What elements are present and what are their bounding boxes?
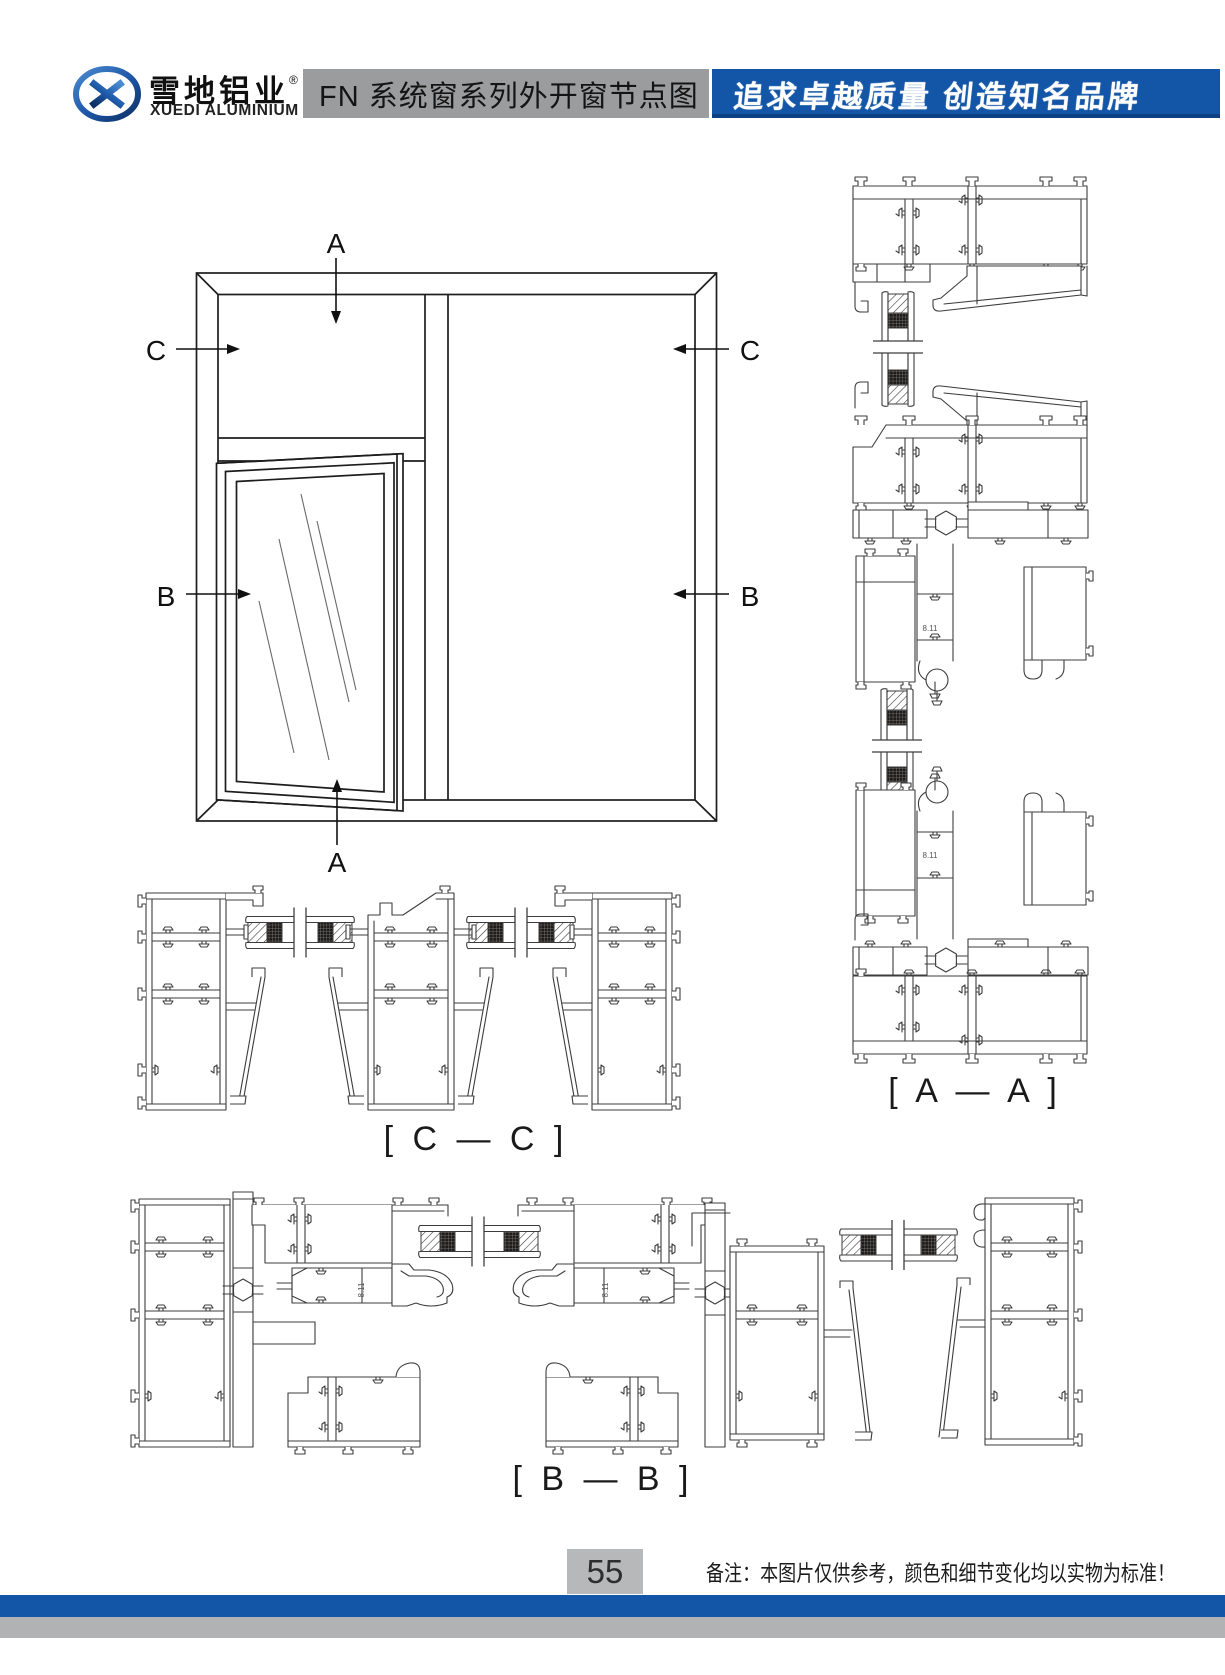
marker-b-left: B	[157, 581, 176, 612]
section-cc-drawing: [ C — C ]	[137, 885, 681, 1158]
marker-a-bottom: A	[328, 847, 347, 878]
brand-name-en: XUEDI ALUMINIUM	[150, 102, 299, 119]
section-label-bb: [ B — B ]	[512, 1460, 693, 1498]
footer-note: 备注：本图片仅供参考，颜色和细节变化均以实物为标准！	[706, 1561, 1176, 1586]
aa-frame-head-band	[852, 176, 1088, 313]
marker-c-right: C	[740, 335, 760, 366]
section-aa-drawing: 8.11 8.11 [ A — A ]	[852, 176, 1094, 1110]
page-title: FN 系统窗系列外开窗节点图	[319, 80, 699, 113]
cc-glass-unit-right	[466, 907, 576, 958]
bb-center-mullion	[691, 1212, 873, 1448]
sash-glass-reflections	[258, 493, 357, 761]
aa-glass-unit-top	[873, 291, 923, 407]
bb-fixed-sash-glazing-leg	[545, 1362, 679, 1455]
registered-mark-icon: ®	[289, 73, 298, 87]
cc-right-jamb	[552, 885, 681, 1111]
aa-frame-sill-band	[852, 968, 1088, 1064]
marker-c-left: C	[146, 335, 166, 366]
hex-screw-boss	[704, 1281, 726, 1305]
dim-text: 8.11	[923, 624, 939, 633]
bb-glass-unit-left	[418, 1216, 541, 1267]
bb-left-jamb	[130, 1198, 231, 1448]
cc-left-jamb	[137, 885, 266, 1111]
cc-center-mullion	[328, 885, 494, 1111]
aa-sash-midrail-top	[855, 543, 1094, 706]
dim-text: 8.11	[357, 1282, 366, 1298]
section-label-cc: [ C — C ]	[384, 1120, 569, 1158]
section-bb-drawing: 8.11 8.11 [ B — B ]	[130, 1191, 1083, 1498]
aa-sash-midrail-bottom	[855, 766, 1094, 940]
bb-left-connector-column	[222, 1191, 264, 1448]
bb-glass-unit-right	[839, 1220, 958, 1270]
dim-text: 8.11	[923, 851, 939, 860]
page-number: 55	[586, 1552, 624, 1590]
dim-text: 8.11	[601, 1282, 610, 1298]
bb-open-sash-glazing-leg	[287, 1362, 421, 1455]
cc-glass-unit-left	[245, 907, 355, 958]
aa-sash-top-wedge	[932, 265, 1088, 312]
bb-center-connector-column	[694, 1202, 736, 1448]
hex-screw-boss	[935, 510, 957, 536]
hex-screw-boss	[232, 1278, 254, 1302]
page-number-box: 55	[567, 1549, 643, 1594]
marker-a-top: A	[327, 228, 346, 259]
footer-gray-bar	[0, 1617, 1225, 1638]
marker-b-right: B	[741, 581, 760, 612]
xuedi-logo-icon	[73, 66, 141, 122]
aa-transom-wedge	[932, 385, 1088, 432]
bb-open-sash-profile	[251, 1197, 454, 1307]
section-label-aa: [ A — A ]	[888, 1072, 1062, 1110]
slogan-bar: 追求卓越质量 创造知名品牌	[712, 69, 1220, 118]
bb-right-jamb	[938, 1197, 1083, 1447]
aa-transom-band	[852, 415, 1088, 511]
aa-glass-unit-bottom	[872, 688, 922, 804]
hex-screw-boss	[935, 947, 957, 973]
aa-interface-band-top	[852, 501, 1089, 545]
bb-fixed-sash-profile	[512, 1197, 715, 1307]
footer-blue-bar	[0, 1595, 1225, 1617]
brand-name-cn: 雪地铝业®	[149, 73, 298, 109]
aa-interface-band-bottom	[852, 938, 1089, 976]
section-marker-arrows	[176, 258, 729, 845]
window-elevation-drawing: A A C C B B	[146, 228, 760, 878]
title-bar: FN 系统窗系列外开窗节点图	[303, 69, 709, 118]
